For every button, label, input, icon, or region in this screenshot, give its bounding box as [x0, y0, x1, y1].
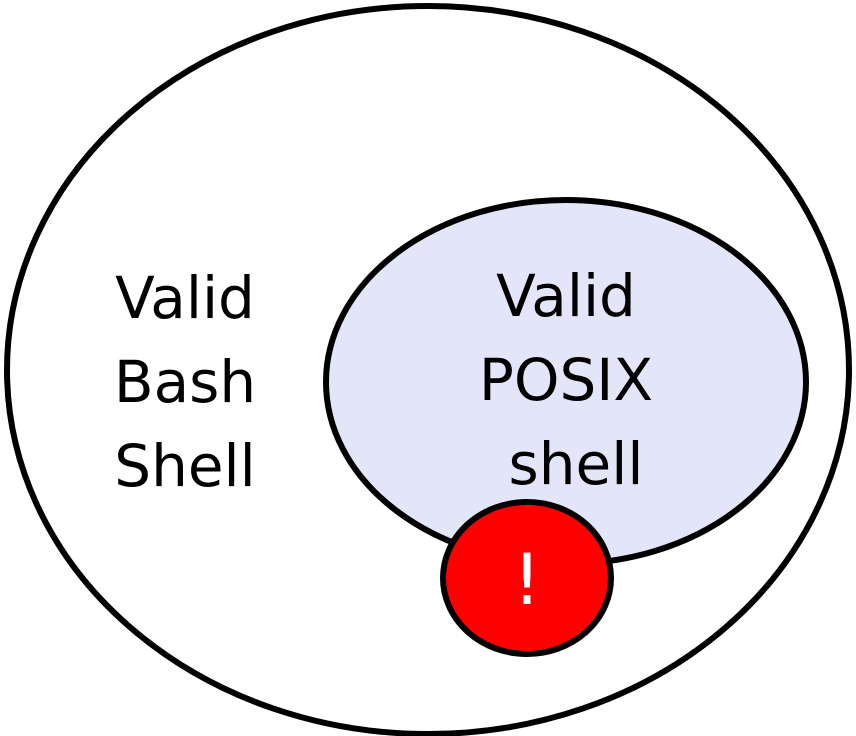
inner-set-label-line-1: Valid — [496, 262, 636, 330]
warning-marker-circle — [440, 499, 614, 657]
outer-set-label-line-2: Bash — [114, 348, 256, 416]
inner-set-label-line-3: shell — [509, 430, 644, 498]
outer-set-label-line-1: Valid — [115, 264, 255, 332]
outer-set-label-line-3: Shell — [114, 432, 256, 500]
inner-set-label-line-2: POSIX — [479, 346, 653, 414]
warning-exclamation-icon: ! — [513, 539, 541, 621]
